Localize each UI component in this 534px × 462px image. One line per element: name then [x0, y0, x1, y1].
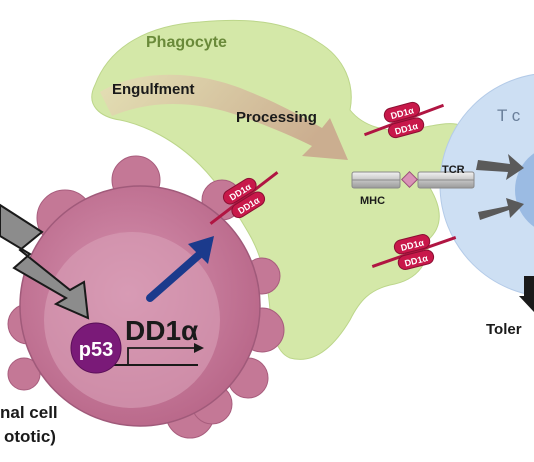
dd1a-dimer-upper-right: DD1α DD1α [363, 101, 445, 139]
apoptotic-cell-label-line1: nal cell [0, 403, 58, 422]
t-cell: T c Toler [439, 73, 534, 338]
phagocyte-title: Phagocyte [146, 34, 227, 51]
apoptotic-cell: p53 DD1α nal cell ototic) [0, 155, 285, 446]
processing-label: Processing [236, 109, 317, 126]
signal-arrow-lower [478, 198, 524, 220]
tolerance-arrow [519, 276, 534, 312]
mhc-tcr-complex: MHC TCR [351, 164, 475, 207]
signal-arrow-upper [476, 154, 524, 180]
promoter-arrow [127, 347, 194, 365]
engulfment-label: Engulfment [112, 81, 195, 98]
t-cell-nucleus [515, 153, 534, 227]
phagocyte: Phagocyte Engulfment Processing [91, 19, 471, 360]
upregulation-arrow [146, 236, 214, 302]
lightning-bolt-icon [0, 203, 90, 320]
tolerance-label: Toler [486, 321, 522, 338]
dd1a-gene-label: DD1α [125, 315, 198, 346]
engulfment-processing-arrow [100, 74, 348, 160]
p53-label: p53 [79, 339, 113, 361]
peptide-antigen [401, 171, 418, 188]
apoptotic-cell-label-line2: ototic) [4, 427, 56, 446]
dd1a-dimer-lower-right: DD1α DD1α [371, 234, 457, 270]
t-cell-title: T c [497, 106, 521, 125]
mhc-label: MHC [360, 195, 385, 207]
tcr-label: TCR [442, 164, 465, 176]
p53-badge [70, 322, 122, 374]
